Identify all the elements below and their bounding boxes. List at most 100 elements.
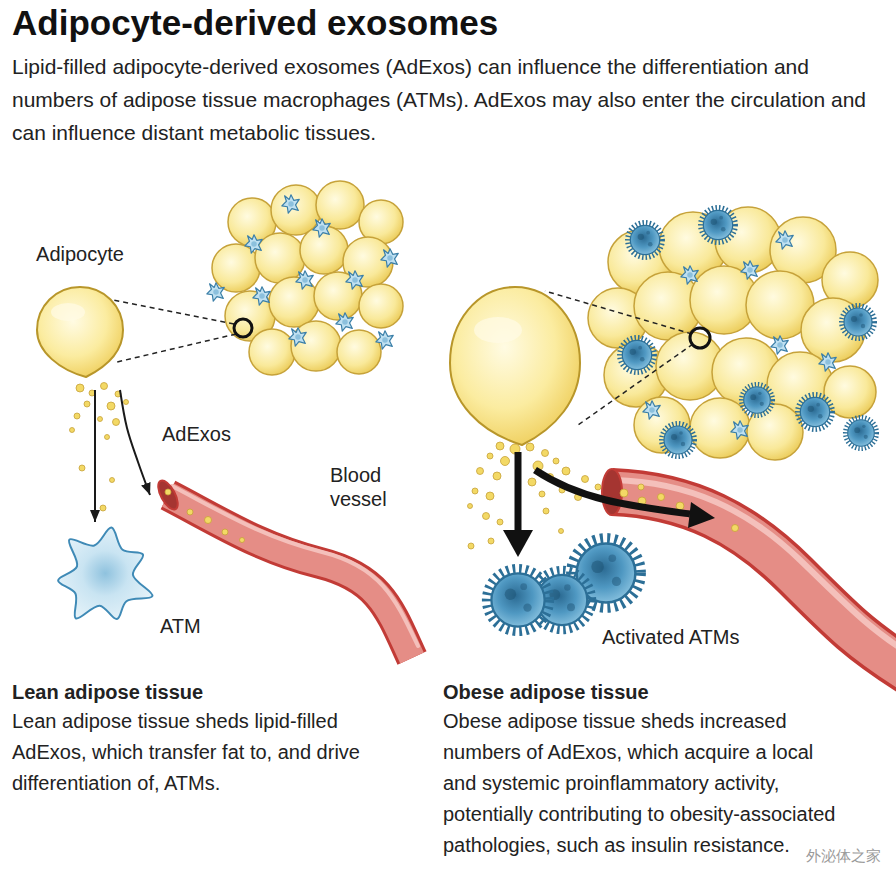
macrophage-small	[313, 219, 330, 237]
connector-arrow	[120, 390, 150, 495]
adipocyte-body	[37, 287, 123, 377]
exosome	[110, 478, 115, 483]
arrow-head	[688, 502, 715, 528]
fat-cell	[249, 329, 295, 375]
exosome	[98, 417, 103, 422]
exosome	[526, 443, 534, 451]
exosome	[595, 484, 601, 490]
exosome	[732, 525, 739, 532]
exosome	[70, 428, 75, 433]
macrophage-cell: ATM	[45, 522, 210, 647]
adipocyte-obese	[450, 287, 580, 445]
panel-description: Lean adipose tissue sheds lipid-filled A…	[12, 706, 407, 799]
obese-tissue-cluster	[588, 207, 878, 460]
exosome	[488, 538, 494, 544]
macrophage-small	[336, 313, 353, 331]
macrophage-small	[776, 231, 793, 249]
exosome	[124, 400, 129, 405]
macrophage-small	[282, 195, 299, 213]
panel-heading: Lean adipose tissue	[12, 678, 432, 706]
exosome	[468, 504, 473, 509]
text-holder: Adipocyte	[36, 242, 124, 266]
adipocyte-drawing	[37, 287, 123, 377]
macrophage-small	[731, 421, 748, 439]
exosome	[107, 402, 115, 410]
panel-description: Obese adipose tissue sheds increased num…	[443, 706, 848, 861]
exosome	[559, 529, 564, 534]
text-holder: Lipid-filled adipocyte-derived exosomes …	[12, 50, 890, 149]
connector-arrow	[94, 390, 96, 522]
text-holder: Blood vessel	[330, 463, 402, 511]
watermark: 外泌体之家	[806, 846, 881, 866]
fat-cell	[824, 366, 876, 418]
macrophage-body	[58, 528, 152, 620]
blood-vessel: Blood vessel	[150, 460, 412, 660]
exosome	[493, 472, 501, 480]
text-holder: Lean adipose tissue	[12, 678, 432, 706]
activated-macrophage	[798, 395, 833, 430]
text-holder: 外泌体之家	[806, 846, 881, 866]
text-holder: Lean adipose tissue sheds lipid-filled A…	[12, 706, 407, 799]
exosome	[74, 413, 80, 419]
arrow-shaft	[515, 452, 522, 532]
exosome	[487, 453, 493, 459]
exosome	[76, 384, 84, 392]
arrow-head	[503, 530, 533, 557]
fat-cell	[337, 330, 381, 374]
exosome	[638, 484, 644, 490]
panel-heading: Obese adipose tissue	[443, 678, 883, 706]
arrow-shaft	[535, 470, 690, 514]
exosome	[468, 543, 474, 549]
exosome	[528, 478, 536, 486]
activated-macrophage	[845, 417, 876, 448]
macrophage-small	[289, 328, 306, 346]
macrophage-small	[681, 266, 698, 284]
activated-macrophage	[662, 424, 695, 457]
zoom-circle	[234, 319, 252, 337]
macrophage-small	[253, 287, 270, 305]
exosome	[477, 468, 484, 475]
node-label: Activated ATMs	[602, 625, 739, 649]
macrophage-small	[741, 261, 758, 279]
exosome-label: AdExos	[162, 422, 231, 446]
figure-caption: Lipid-filled adipocyte-derived exosomes …	[12, 50, 890, 149]
macrophage-small	[376, 331, 393, 349]
vessel-lumen	[602, 469, 622, 515]
text-holder: ATM	[160, 614, 201, 638]
exosome	[483, 513, 490, 520]
fat-cell	[359, 284, 403, 328]
cell-highlight	[474, 317, 522, 343]
exosome	[620, 489, 628, 497]
fat-cell	[255, 233, 305, 283]
text-holder: Obese adipose tissue sheds increased num…	[443, 706, 848, 861]
text-holder: Adipocyte-derived exosomes	[12, 2, 882, 44]
node-label: ATM	[160, 614, 201, 638]
exosome	[582, 476, 589, 483]
macrophage-small	[643, 401, 660, 419]
exosome	[486, 492, 494, 500]
zoom-line	[578, 344, 693, 425]
exosome	[562, 467, 570, 475]
macrophage-small	[771, 336, 788, 354]
macrophage-small	[346, 271, 363, 289]
exosome	[240, 538, 245, 543]
activated-macrophage	[628, 223, 663, 258]
exosome	[187, 509, 193, 515]
adipocyte-cell: Adipocyte	[30, 240, 130, 390]
activated-macrophage	[620, 338, 655, 373]
exosome	[658, 494, 665, 501]
exosome	[205, 517, 212, 524]
lean-tissue-cluster	[207, 181, 403, 375]
exosome	[84, 401, 90, 407]
exosome	[472, 488, 478, 494]
exosome	[105, 435, 110, 440]
fat-cell	[271, 185, 321, 235]
vessel-lumen	[154, 478, 181, 513]
exosome	[79, 465, 85, 471]
exosome	[539, 491, 545, 497]
exosome	[501, 457, 510, 466]
exosome	[222, 529, 228, 535]
macrophage-small	[296, 271, 313, 289]
text-holder: Obese adipose tissue	[443, 678, 883, 706]
